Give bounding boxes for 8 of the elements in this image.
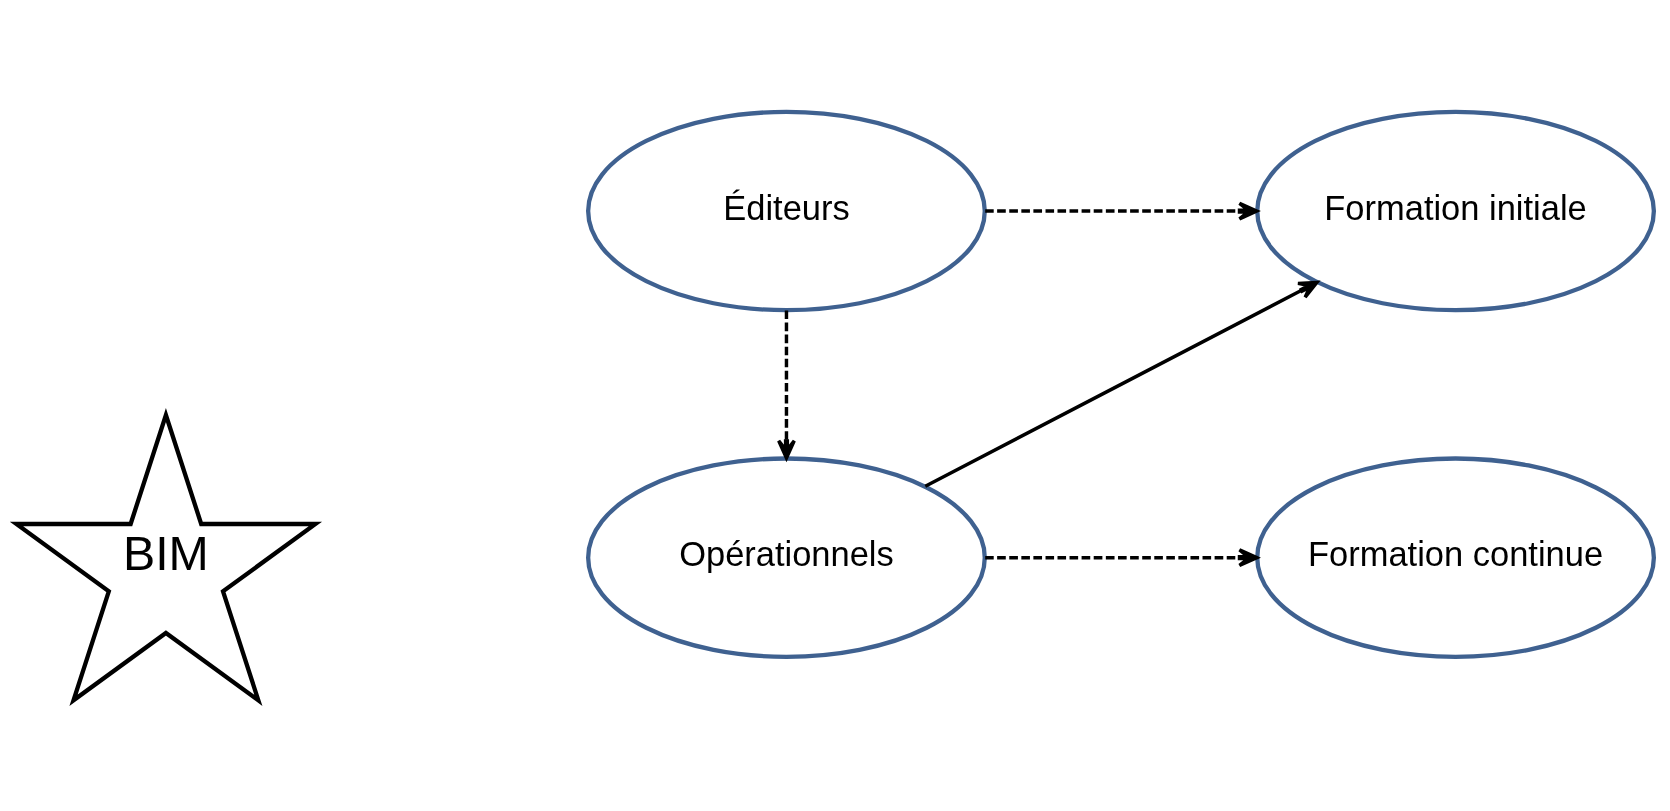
node-ellipse: Formation continue [1255,455,1656,659]
node-ellipse: Éditeurs [586,109,987,312]
arrow [985,547,1259,567]
node-ellipse: Opérationnels [586,455,987,659]
node-ellipse: Formation initiale [1255,109,1656,312]
arrow [924,280,1319,488]
arrow [777,309,796,460]
arrow [985,201,1259,221]
